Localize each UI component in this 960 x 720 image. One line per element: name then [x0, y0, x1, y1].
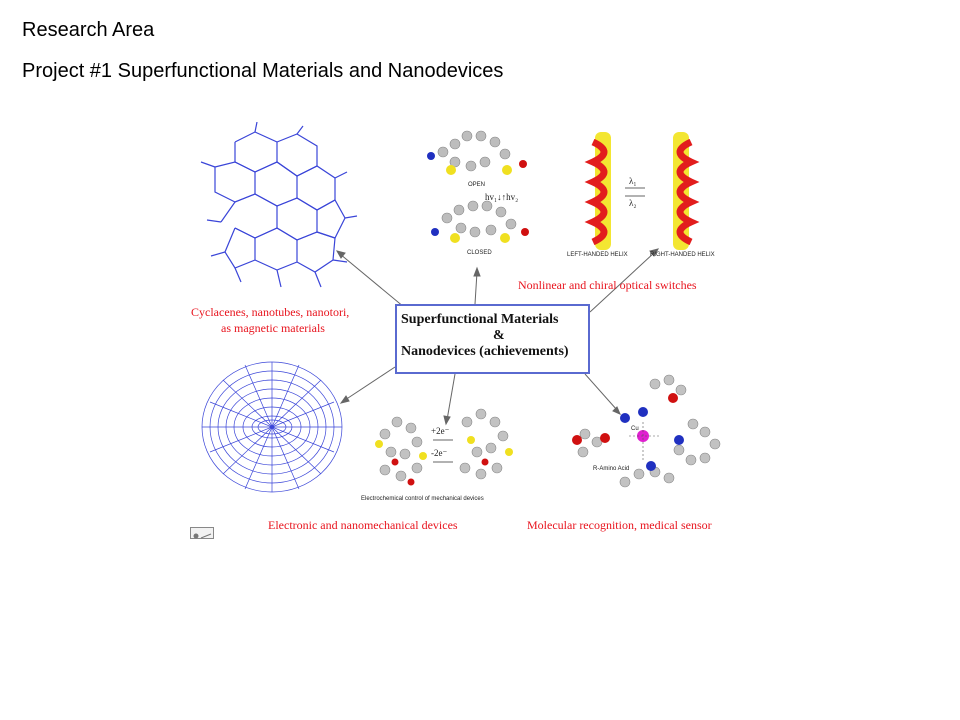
label-left-helix: LEFT-HANDED HELIX	[567, 252, 628, 258]
connector-arrows	[335, 248, 660, 426]
nanotorus-structure	[201, 361, 343, 493]
project-title: Project #1 Superfunctional Materials and…	[22, 60, 504, 82]
photochromic-molecules	[427, 130, 529, 243]
diagram-graphics	[200, 122, 721, 493]
right-handed-helix	[673, 132, 700, 250]
helix-switch-arrows	[625, 187, 645, 197]
label-magnetic-materials: as magnetic materials	[221, 321, 325, 335]
label-lambda2: λ₂	[629, 198, 637, 208]
recognition-complex	[572, 374, 721, 488]
center-title-line1: Superfunctional Materials	[401, 312, 559, 327]
left-handed-helix	[584, 132, 611, 250]
label-right-helix: RIGHT-HANDED HELIX	[650, 252, 715, 258]
center-title-line3: Nanodevices (achievements)	[401, 344, 569, 359]
image-placeholder-icon	[190, 527, 214, 539]
label-electrochemical: Electrochemical control of mechanical de…	[361, 496, 484, 502]
label-cyclacenes: Cyclacenes, nanotubes, nanotori,	[191, 305, 350, 319]
picture-icon	[193, 533, 212, 539]
label-photo-switch: hv₁↓↑hv₂	[485, 192, 519, 202]
center-box: Superfunctional Materials & Nanodevices …	[395, 304, 590, 374]
label-plus-2e: +2e⁻	[431, 426, 450, 436]
label-lambda1: λ₁	[629, 176, 637, 186]
label-optical-switches: Nonlinear and chiral optical switches	[518, 278, 697, 292]
page-title: Research Area	[22, 19, 155, 41]
research-diagram: Cyclacenes, nanotubes, nanotori, as magn…	[185, 122, 740, 540]
label-amino-acid: R-Amino Acid	[593, 466, 630, 472]
label-molecular-recognition: Molecular recognition, medical sensor	[527, 518, 712, 532]
label-open: OPEN	[468, 182, 486, 188]
nanomechanical-molecules	[375, 408, 513, 486]
center-title-line2: &	[493, 328, 505, 343]
label-closed: CLOSED	[467, 250, 492, 256]
nanotube-structure	[200, 122, 358, 288]
label-minus-2e: -2e⁻	[431, 448, 448, 458]
label-electronic-devices: Electronic and nanomechanical devices	[268, 518, 458, 532]
label-cu: Cu	[631, 426, 639, 432]
